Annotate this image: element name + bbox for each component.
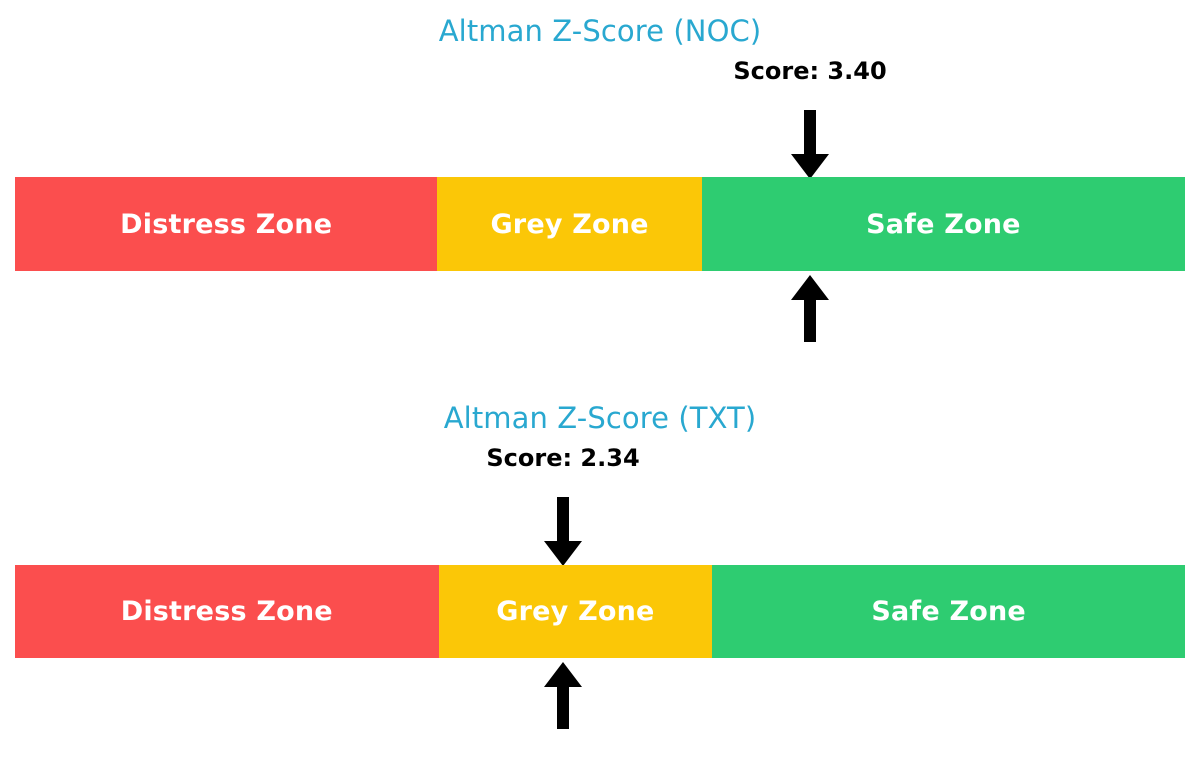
zone-label-grey-noc: Grey Zone: [490, 208, 649, 240]
zone-label-safe-txt: Safe Zone: [871, 596, 1026, 627]
zone-segment-safe-txt: Safe Zone: [712, 565, 1185, 658]
score-label-txt: Score: 2.34: [486, 444, 640, 472]
down-arrow-noc: [787, 110, 833, 180]
zone-bar-noc: Distress Zone Grey Zone Safe Zone: [15, 177, 1185, 271]
gauge-txt: Altman Z-Score (TXT) Score: 2.34 Distres…: [0, 387, 1200, 774]
chart-title-noc: Altman Z-Score (NOC): [438, 14, 762, 48]
zone-label-safe-noc: Safe Zone: [866, 208, 1021, 240]
zone-label-distress-txt: Distress Zone: [120, 596, 333, 627]
score-label-noc: Score: 3.40: [733, 57, 887, 85]
zone-segment-distress-noc: Distress Zone: [15, 177, 438, 271]
up-arrow-noc: [787, 275, 833, 343]
chart-title-txt: Altman Z-Score (TXT): [443, 401, 757, 435]
zone-label-grey-txt: Grey Zone: [496, 596, 655, 627]
zone-bar-txt: Distress Zone Grey Zone Safe Zone: [15, 565, 1185, 658]
zone-segment-grey-txt: Grey Zone: [438, 565, 713, 658]
up-arrow-txt: [540, 662, 586, 730]
gauge-noc: Altman Z-Score (NOC) Score: 3.40 Distres…: [0, 0, 1200, 360]
zone-segment-grey-noc: Grey Zone: [437, 177, 702, 271]
zone-segment-safe-noc: Safe Zone: [701, 177, 1185, 271]
zone-segment-distress-txt: Distress Zone: [15, 565, 439, 658]
zone-label-distress-noc: Distress Zone: [120, 208, 333, 240]
down-arrow-txt: [540, 497, 586, 567]
